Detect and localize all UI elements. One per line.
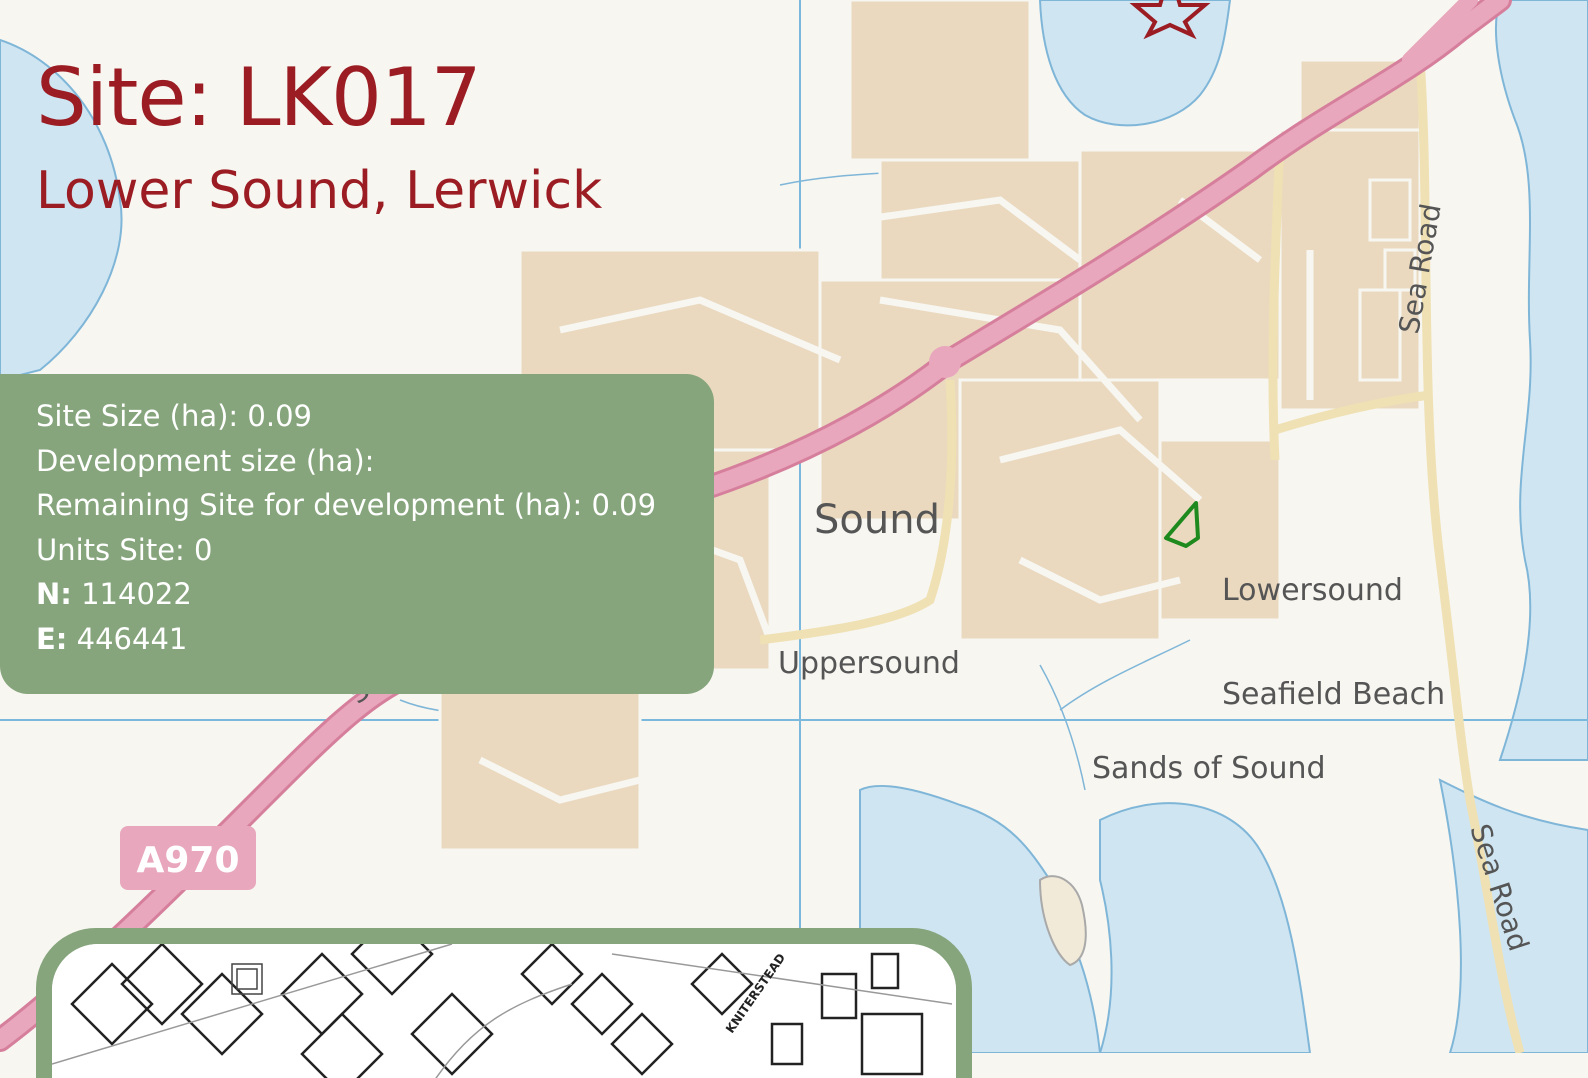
remaining-site: Remaining Site for development (ha): 0.0… xyxy=(36,488,657,522)
site-info-panel: Site Size (ha): 0.09 Development size (h… xyxy=(0,374,714,694)
site-title: Site: LK017 xyxy=(36,51,482,144)
easting: E: 446441 xyxy=(36,617,714,662)
site-size: Site Size (ha): 0.09 xyxy=(36,399,312,433)
site-location: Lower Sound, Lerwick xyxy=(36,161,603,221)
svg-text:A970: A970 xyxy=(136,840,239,881)
northing-label: N: xyxy=(36,577,72,611)
northing-value: 114022 xyxy=(71,577,192,611)
units-site: Units Site: 0 xyxy=(36,532,213,567)
star-marker xyxy=(1129,0,1211,40)
easting-value: 446441 xyxy=(67,621,188,656)
grid-lines xyxy=(0,0,1588,1053)
a970-road xyxy=(0,0,1512,1052)
label-seafield-beach: Seafield Beach xyxy=(1222,677,1445,712)
minor-roads xyxy=(759,59,1525,1053)
site-boundary[interactable] xyxy=(1164,501,1200,548)
a970-shield: A970 xyxy=(120,826,256,890)
northing: N: 114022 xyxy=(36,572,714,617)
detail-map[interactable]: KNITERSTEAD xyxy=(52,944,956,1078)
development-size: Development size (ha): xyxy=(36,443,375,478)
detail-map-frame: KNITERSTEAD xyxy=(52,944,956,1078)
label-sound: Sound xyxy=(814,497,940,543)
detail-map-inset: KNITERSTEAD xyxy=(36,928,972,1078)
label-sands-of-sound: Sands of Sound xyxy=(1092,751,1326,786)
label-lowersound: Lowersound xyxy=(1222,573,1403,608)
label-uppersound: Uppersound xyxy=(778,646,960,681)
easting-label: E: xyxy=(36,621,68,656)
